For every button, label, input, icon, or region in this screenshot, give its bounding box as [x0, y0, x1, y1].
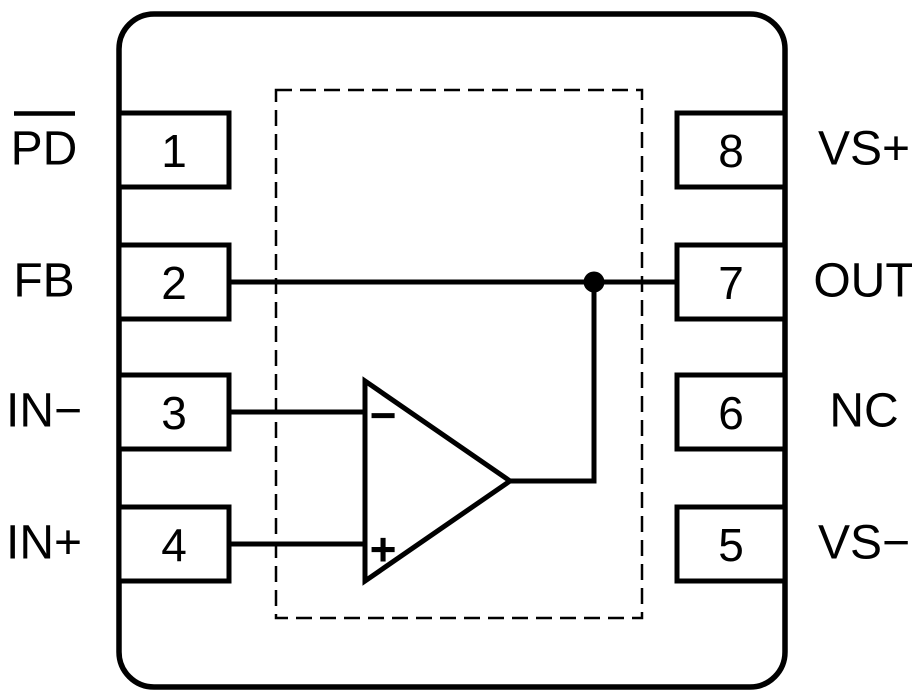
pin-3-number: 3 — [161, 387, 187, 439]
pin-1: 1 — [116, 110, 232, 190]
pin-4-number: 4 — [161, 519, 187, 571]
pin-7-number: 7 — [718, 257, 744, 309]
pin-6-number: 6 — [718, 387, 744, 439]
pin-8-box — [674, 110, 788, 190]
opamp-output-feedback-wire — [510, 282, 597, 484]
pin-6-box — [674, 372, 788, 452]
pin-2: 2 — [116, 242, 232, 322]
pin-6-label: NC — [829, 385, 898, 438]
pin-7-box — [674, 242, 788, 322]
internal-circuit-boundary — [274, 88, 644, 620]
opamp-triangle — [362, 376, 515, 586]
pin-6: 6 — [674, 372, 788, 452]
pin-5-box — [674, 504, 788, 584]
pin-1-label: PD — [11, 123, 78, 176]
pin-8-number: 8 — [718, 125, 744, 177]
pin-2-box — [116, 242, 232, 322]
pin-5-number: 5 — [718, 519, 744, 571]
pin-2-number: 2 — [161, 257, 187, 309]
pin-3-label: IN− — [6, 385, 82, 438]
pin-3: 3 — [116, 372, 232, 452]
junction-dot — [583, 271, 605, 293]
pin-5-label: VS− — [818, 517, 910, 570]
pin-4-box — [116, 504, 232, 584]
pin-8-label: VS+ — [818, 123, 910, 176]
pin-1-number: 1 — [161, 125, 187, 177]
opamp-inverting-input-marker: − — [370, 389, 397, 441]
pin-2-label: FB — [13, 255, 74, 308]
pin-5: 5 — [674, 504, 788, 584]
opamp-noninverting-input-marker: + — [370, 523, 397, 575]
pin-4-label: IN+ — [6, 517, 82, 570]
pin-1-box — [116, 110, 232, 190]
pin-7-label: OUT — [813, 255, 912, 308]
pin-8: 8 — [674, 110, 788, 190]
pin-4: 4 — [116, 504, 232, 584]
pin-3-box — [116, 372, 232, 452]
pin-7: 7 — [674, 242, 788, 322]
package-outline — [116, 11, 788, 690]
